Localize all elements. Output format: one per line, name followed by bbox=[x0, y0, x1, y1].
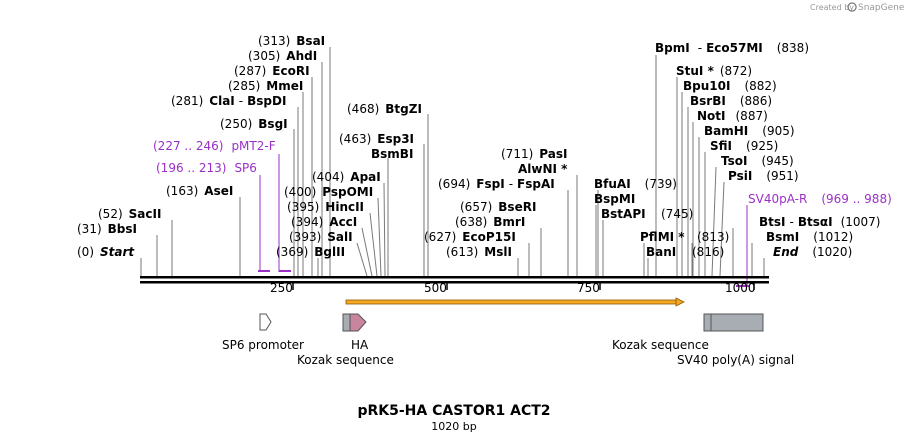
site-pos-label: (813) bbox=[697, 230, 729, 244]
site-label: (463)Esp3I bbox=[339, 132, 414, 146]
site-label: BtsI-BtsαI(1007) bbox=[759, 215, 880, 229]
site-label: BanI bbox=[646, 245, 676, 259]
site-label: (369)BglII bbox=[276, 245, 345, 259]
site-label: (163)AseI bbox=[166, 184, 233, 198]
site-label: TsoI(945) bbox=[721, 154, 794, 168]
site-label: (285)MmeI bbox=[228, 79, 303, 93]
site-label: AlwNI * bbox=[518, 162, 568, 176]
site-label: (52)SacII bbox=[98, 207, 161, 221]
watermark-brand: SnapGene bbox=[858, 3, 905, 13]
site-label: (694)FspI-FspAI bbox=[438, 177, 555, 191]
site-label: (313)BsaI bbox=[258, 34, 325, 48]
site-label: (287)EcoRI bbox=[234, 64, 310, 78]
site-label: (627)EcoP15I bbox=[424, 230, 516, 244]
site-label: SfiI(925) bbox=[710, 139, 778, 153]
ruler-ticks bbox=[292, 283, 755, 290]
site-label: (745) bbox=[661, 207, 693, 221]
ruler-label-500: 500 bbox=[424, 281, 447, 295]
site-label: End(1020) bbox=[773, 245, 852, 259]
sp6-promoter-icon bbox=[259, 313, 272, 331]
site-label: PsiI(951) bbox=[728, 169, 799, 183]
feature-label-kozak-1: Kozak sequence bbox=[297, 353, 394, 367]
site-label: (400)PspOMI bbox=[284, 185, 373, 199]
sv40-polya-block bbox=[710, 313, 764, 332]
site-label: (711)PasI bbox=[501, 147, 567, 161]
site-label: BspMI bbox=[594, 192, 635, 206]
site-label: (281)ClaI-BspDI bbox=[171, 94, 286, 108]
site-label: (250)BsgI bbox=[220, 117, 288, 131]
site-label: (468)BtgZI bbox=[347, 102, 422, 116]
site-label: PflMI * bbox=[640, 230, 685, 244]
site-label: (638)BmrI bbox=[455, 215, 525, 229]
site-label: BamHI(905) bbox=[704, 124, 795, 138]
feature-label-sp6-promoter: SP6 promoter bbox=[222, 338, 304, 352]
site-label: NotI(887) bbox=[697, 109, 768, 123]
feature-label-ha: HA bbox=[351, 338, 369, 352]
ha-tag-arrow-icon bbox=[349, 313, 367, 332]
primer-markers bbox=[258, 154, 750, 287]
site-label: BpmI-Eco57MI(838) bbox=[655, 41, 809, 55]
feature-label-kozak-2: Kozak sequence bbox=[612, 338, 709, 352]
kozak-sequence-block bbox=[342, 313, 351, 332]
site-pos-label: (816) bbox=[692, 245, 724, 259]
kozak-sequence-block-2 bbox=[703, 313, 712, 332]
site-label: (394)AccI bbox=[291, 215, 357, 229]
site-label: BsmBI bbox=[371, 147, 413, 161]
site-label: BsmI(1012) bbox=[766, 230, 853, 244]
site-label: (393)SalI bbox=[289, 230, 353, 244]
snapgene-logo-icon bbox=[847, 2, 857, 12]
primer-label-sv40par: SV40pA-R(969 .. 988) bbox=[748, 192, 892, 206]
site-connectors bbox=[140, 47, 765, 277]
backbone bbox=[140, 276, 769, 284]
ruler-label-750: 750 bbox=[577, 281, 600, 295]
site-label: BfuAI(739) bbox=[594, 177, 677, 191]
site-label: (613)MslI bbox=[446, 245, 512, 259]
ruler-label-1000: 1000 bbox=[725, 281, 756, 295]
site-label: (395)HincII bbox=[287, 200, 364, 214]
primer-label-pmt2f: (227 .. 246)pMT2-F bbox=[153, 139, 276, 153]
orf-arrow bbox=[345, 297, 685, 307]
site-label: StuI *(872) bbox=[676, 64, 752, 78]
primer-label-sp6: (196 .. 213)SP6 bbox=[156, 161, 257, 175]
site-label: (404)ApaI bbox=[312, 170, 381, 184]
site-label: (657)BseRI bbox=[460, 200, 536, 214]
site-label: BstAPI bbox=[601, 207, 646, 221]
map-subtitle: 1020 bp bbox=[431, 420, 476, 433]
site-label: BsrBI(886) bbox=[690, 94, 772, 108]
map-title: pRK5-HA CASTOR1 ACT2 bbox=[357, 403, 550, 419]
feature-label-sv40-polya: SV40 poly(A) signal bbox=[677, 353, 794, 367]
site-label: (305)AhdI bbox=[248, 49, 317, 63]
site-label: (31)BbsI bbox=[77, 222, 137, 236]
watermark-text: Created by bbox=[810, 3, 854, 12]
site-label: Bpu10I(882) bbox=[683, 79, 777, 93]
site-label: (0)Start bbox=[77, 245, 135, 259]
ruler-label-250: 250 bbox=[270, 281, 293, 295]
